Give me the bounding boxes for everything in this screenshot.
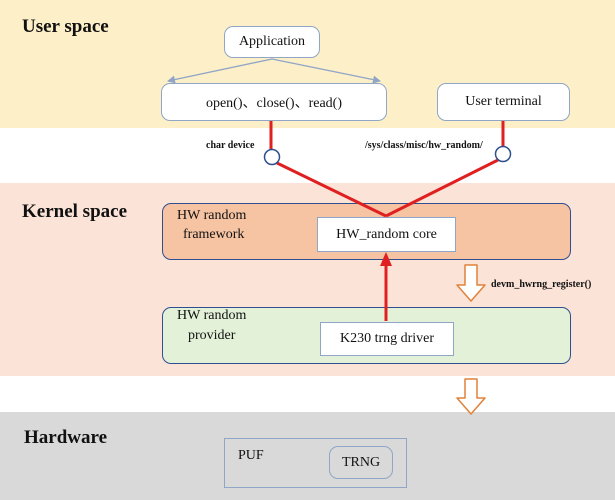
hw-random-core-label: HW_random core <box>336 226 437 242</box>
char-device-port-icon <box>263 148 281 166</box>
application-label: Application <box>238 34 306 49</box>
sysfs-path-label: /sys/class/misc/hw_random/ <box>365 140 483 151</box>
hardware-title: Hardware <box>24 427 108 448</box>
k230-trng-driver-label: K230 trng driver <box>339 331 435 346</box>
register-call-label: devm_hwrng_register() <box>491 279 592 290</box>
application-arrow-left <box>167 58 273 84</box>
k230-trng-driver-box: K230 trng driver <box>320 322 454 356</box>
trng-box: TRNG <box>329 446 393 479</box>
user-terminal-label: User terminal <box>465 94 542 109</box>
puf-label: PUF <box>238 448 264 463</box>
kernel-space-title: Kernel space <box>22 201 128 222</box>
syscalls-label: open()、close()、read() <box>205 96 343 111</box>
trng-label: TRNG <box>341 454 381 470</box>
user-space-title: User space <box>22 16 109 37</box>
application-box: Application <box>224 26 320 58</box>
register-down-arrow-icon <box>456 264 486 302</box>
user-terminal-box: User terminal <box>437 83 570 121</box>
syscalls-box: open()、close()、read() <box>161 83 387 121</box>
sysfs-port-icon <box>494 145 512 163</box>
hardware-down-arrow-icon <box>456 378 486 415</box>
framework-label-line2: framework <box>183 227 245 242</box>
char-device-to-core-line <box>276 161 387 218</box>
sysfs-to-core-line <box>385 158 499 218</box>
driver-to-core-arrowhead <box>380 252 392 266</box>
application-arrow-right <box>271 58 381 84</box>
framework-label-line1: HW random <box>177 208 247 223</box>
provider-label-line1: HW random <box>177 308 247 323</box>
char-device-label: char device <box>206 140 255 151</box>
provider-label-line2: provider <box>188 328 236 343</box>
hw-random-core-box: HW_random core <box>317 217 456 252</box>
